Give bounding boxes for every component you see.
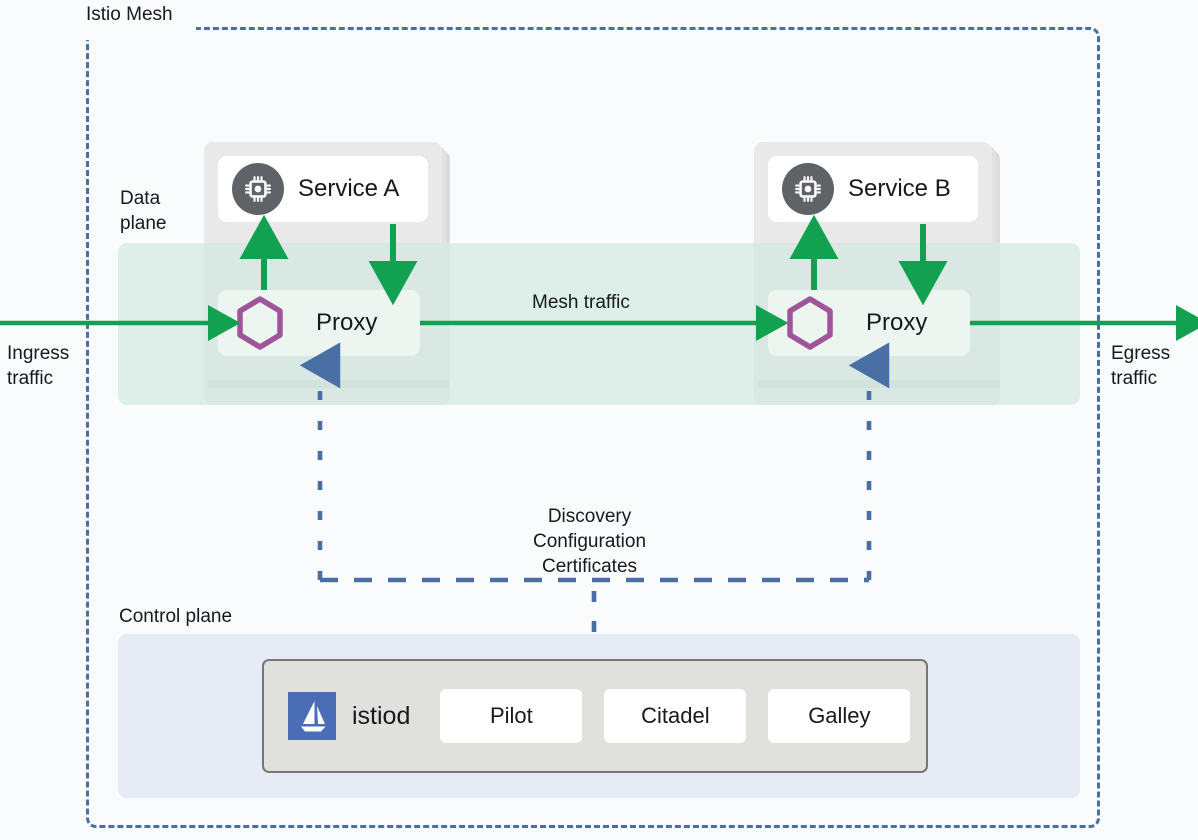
discovery-configuration-certificates-label: Discovery Configuration Certificates xyxy=(533,506,647,577)
hexagon-envoy-icon xyxy=(787,296,833,350)
control-plane-label: Control plane xyxy=(119,606,233,627)
mesh-label-notch xyxy=(84,14,196,40)
pod-b-stack-tint xyxy=(758,380,1000,388)
component-chip-citadel[interactable]: Citadel xyxy=(604,689,747,743)
istiod-box[interactable]: istiod Pilot Citadel Galley xyxy=(262,659,928,773)
proxy-b-label: Proxy xyxy=(866,309,928,336)
hexagon-envoy-icon xyxy=(237,296,283,350)
mesh-traffic-label: Mesh traffic xyxy=(532,292,630,313)
cpu-chip-icon xyxy=(782,163,834,215)
istiod-label: istiod xyxy=(352,701,411,730)
istio-mesh-boundary xyxy=(86,27,1100,828)
component-label: Galley xyxy=(808,703,871,728)
proxy-a-label: Proxy xyxy=(316,309,378,336)
proxy-a-box[interactable]: Proxy xyxy=(218,290,420,356)
egress-traffic-label: Egress traffic xyxy=(1111,343,1171,389)
component-label: Citadel xyxy=(641,703,710,728)
component-chip-pilot[interactable]: Pilot xyxy=(440,689,583,743)
istio-mesh-label: Istio Mesh xyxy=(86,4,173,25)
service-b-box[interactable]: Service B xyxy=(768,156,978,222)
service-a-label: Service A xyxy=(298,175,400,202)
component-chip-galley[interactable]: Galley xyxy=(768,689,911,743)
data-plane-label: Data plane xyxy=(120,188,167,234)
service-b-label: Service B xyxy=(848,175,951,202)
cpu-chip-icon xyxy=(232,163,284,215)
service-a-box[interactable]: Service A xyxy=(218,156,428,222)
ingress-traffic-label: Ingress traffic xyxy=(7,343,70,389)
pod-a-stack-tint xyxy=(208,380,450,388)
component-label: Pilot xyxy=(489,703,533,728)
istio-sailboat-icon xyxy=(288,692,336,740)
proxy-b-box[interactable]: Proxy xyxy=(768,290,970,356)
